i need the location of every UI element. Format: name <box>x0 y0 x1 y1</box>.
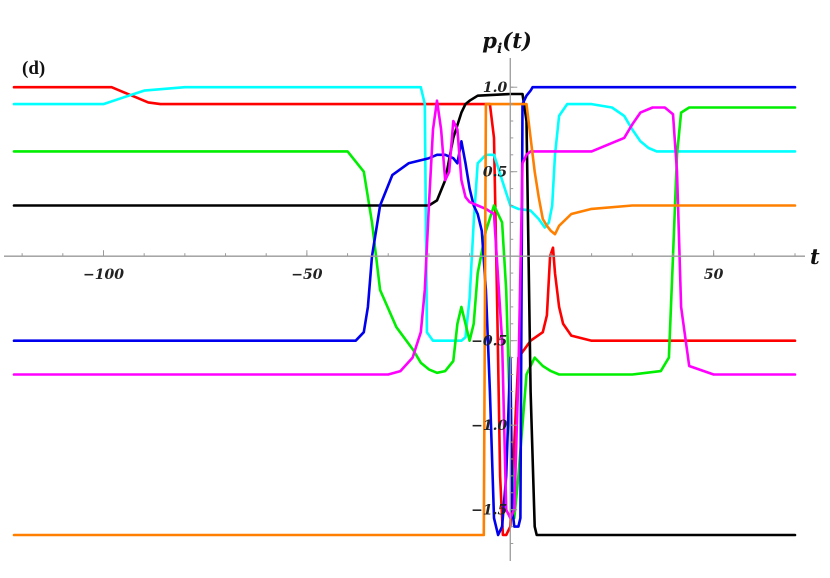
series-line-2 <box>12 85 797 342</box>
series-line-6 <box>12 99 797 520</box>
x-tick-label: −50 <box>291 267 322 283</box>
panel-label: (d) <box>22 58 45 79</box>
x-axis-label: t <box>810 244 820 269</box>
y-tick-label: −1.5 <box>471 503 507 519</box>
x-tick-label: 50 <box>704 267 724 283</box>
axes: −100 −50 50 1.0 0.5 −0.5 −1.0 −1.5 <box>4 58 805 561</box>
y-axis-label: pi(t) <box>482 28 532 57</box>
y-tick-label: 1.0 <box>483 80 508 96</box>
ticks: −100 −50 50 1.0 0.5 −0.5 −1.0 −1.5 <box>21 80 796 544</box>
y-tick-label: −1.0 <box>471 418 507 434</box>
series-line-4 <box>12 92 797 537</box>
series-line-7 <box>12 102 797 537</box>
y-tick-label: 0.5 <box>483 165 507 181</box>
series-layer <box>12 85 797 537</box>
x-tick-label: −100 <box>83 267 124 283</box>
y-tick-label: −0.5 <box>471 334 507 350</box>
